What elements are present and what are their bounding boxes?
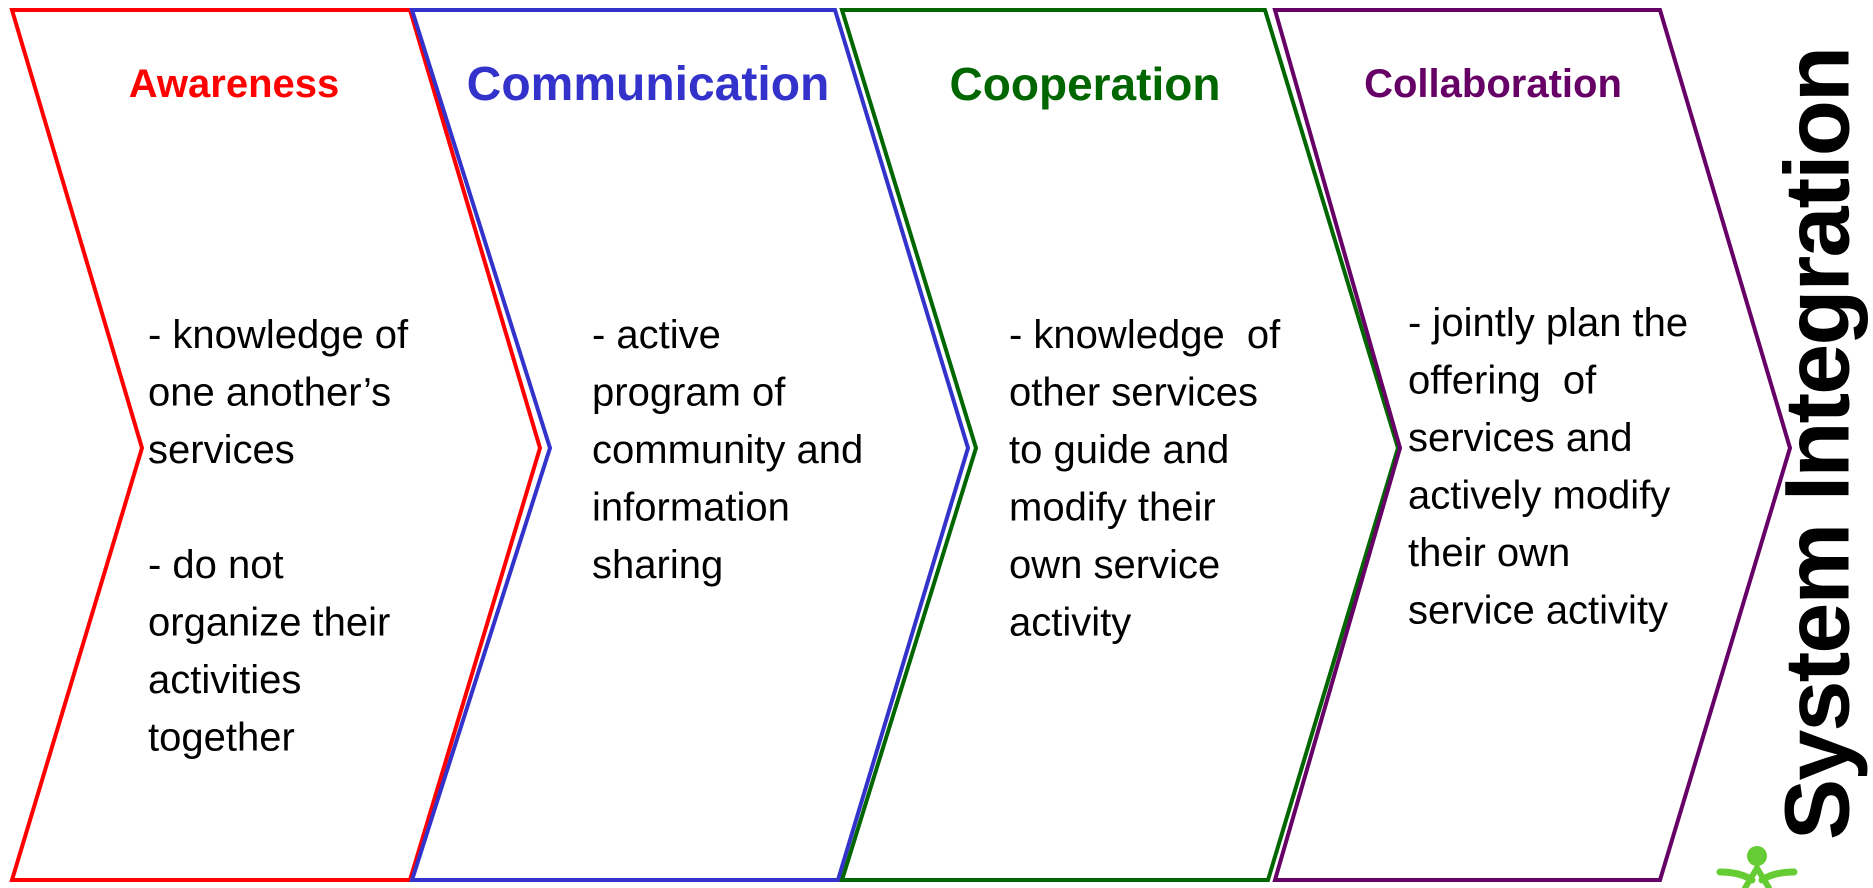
stage-description-line: activity (1009, 601, 1131, 645)
stage-description-line: - knowledge of (148, 313, 409, 357)
stage-description-line: offering of (1408, 359, 1597, 403)
stage-description-line: - active (592, 313, 721, 357)
stage-description-line: service activity (1408, 589, 1668, 633)
stage-title-collaboration: Collaboration (1364, 62, 1622, 106)
stage-title-awareness: Awareness (129, 62, 340, 106)
stage-description-line: community and (592, 428, 863, 472)
stage-description-line: sharing (592, 543, 723, 587)
stage-description-line: their own (1408, 531, 1570, 575)
chevron-stage-4 (1272, 8, 1793, 882)
stage-description-line: services and (1408, 416, 1633, 460)
stage-description-line: services (148, 428, 295, 472)
stage-description-line: own service (1009, 543, 1220, 587)
stage-description-line: one another’s (148, 371, 391, 415)
stage-description-line: - knowledge of (1009, 313, 1281, 357)
stage-description-line: modify their (1009, 486, 1216, 530)
stage-description-line: to guide and (1009, 428, 1229, 472)
stage-title-cooperation: Cooperation (950, 58, 1221, 110)
stage-title-communication: Communication (467, 58, 830, 111)
stage-description-line: together (148, 716, 295, 760)
chevron-stage-2 (409, 8, 971, 882)
stage-description-line: program of (592, 371, 786, 415)
system-integration-label: System Integration (1766, 47, 1869, 841)
stage-description-line: organize their (148, 601, 390, 645)
stage-description-line: - jointly plan the (1408, 301, 1688, 345)
stage-description-line: other services (1009, 371, 1258, 415)
chevron-stage-3 (839, 8, 1401, 882)
stage-description-line: actively modify (1408, 474, 1670, 518)
stage-description-line: - do not (148, 543, 284, 587)
stage-description-line: information (592, 486, 790, 530)
people-circle-logo-icon (1716, 846, 1798, 888)
stage-description-line: activities (148, 658, 301, 702)
